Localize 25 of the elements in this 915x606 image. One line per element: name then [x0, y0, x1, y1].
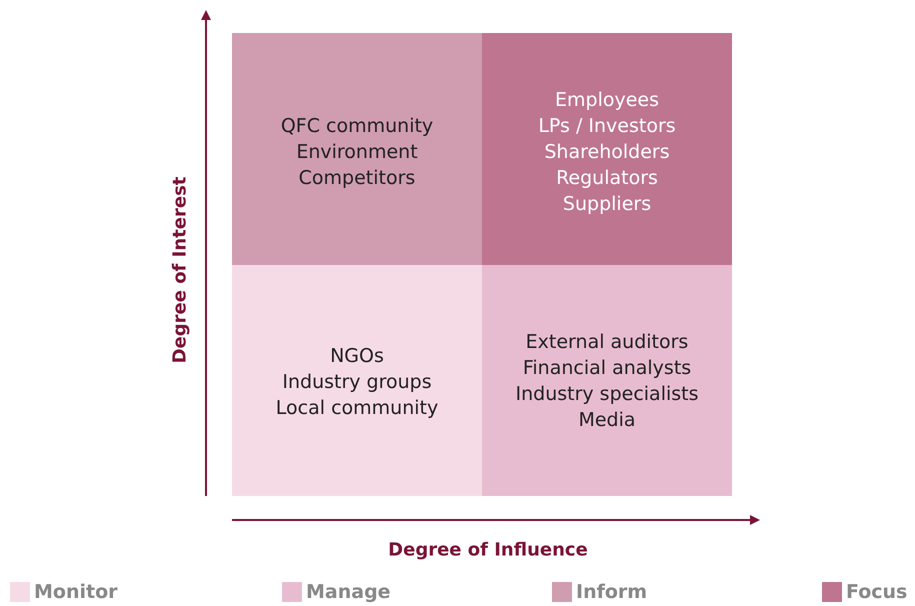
- legend-label: Inform: [576, 581, 648, 603]
- stakeholder-label: Competitors: [298, 166, 416, 191]
- stakeholder-label: Employees: [555, 88, 659, 113]
- stakeholder-label: Environment: [296, 140, 418, 165]
- quadrant-box: [232, 265, 482, 496]
- stakeholder-label: Financial analysts: [522, 356, 692, 381]
- stakeholder-label: Shareholders: [544, 140, 670, 165]
- stakeholder-label: Local community: [276, 396, 438, 421]
- axis-title: Degree of Influence: [388, 540, 588, 560]
- stakeholder-label: Industry groups: [282, 370, 432, 395]
- quadrant-box: [232, 33, 482, 265]
- legend-label: Manage: [306, 581, 391, 603]
- legend-label: Monitor: [34, 581, 118, 603]
- stakeholder-label: Media: [578, 408, 636, 433]
- stakeholder-label: Regulators: [556, 166, 658, 191]
- stakeholder-label: Suppliers: [562, 192, 652, 217]
- stakeholder-label: NGOs: [330, 344, 384, 369]
- quadrant-box: [482, 265, 732, 496]
- stakeholder-label: QFC community: [280, 114, 434, 139]
- legend-label: Focus: [846, 581, 908, 603]
- stakeholder-label: External auditors: [526, 330, 688, 355]
- axis-title: Degree of Interest: [170, 176, 190, 364]
- quadrant-box: [482, 33, 732, 265]
- stakeholder-label: LPs / Investors: [538, 114, 676, 139]
- stakeholder-label: Industry specialists: [515, 382, 698, 407]
